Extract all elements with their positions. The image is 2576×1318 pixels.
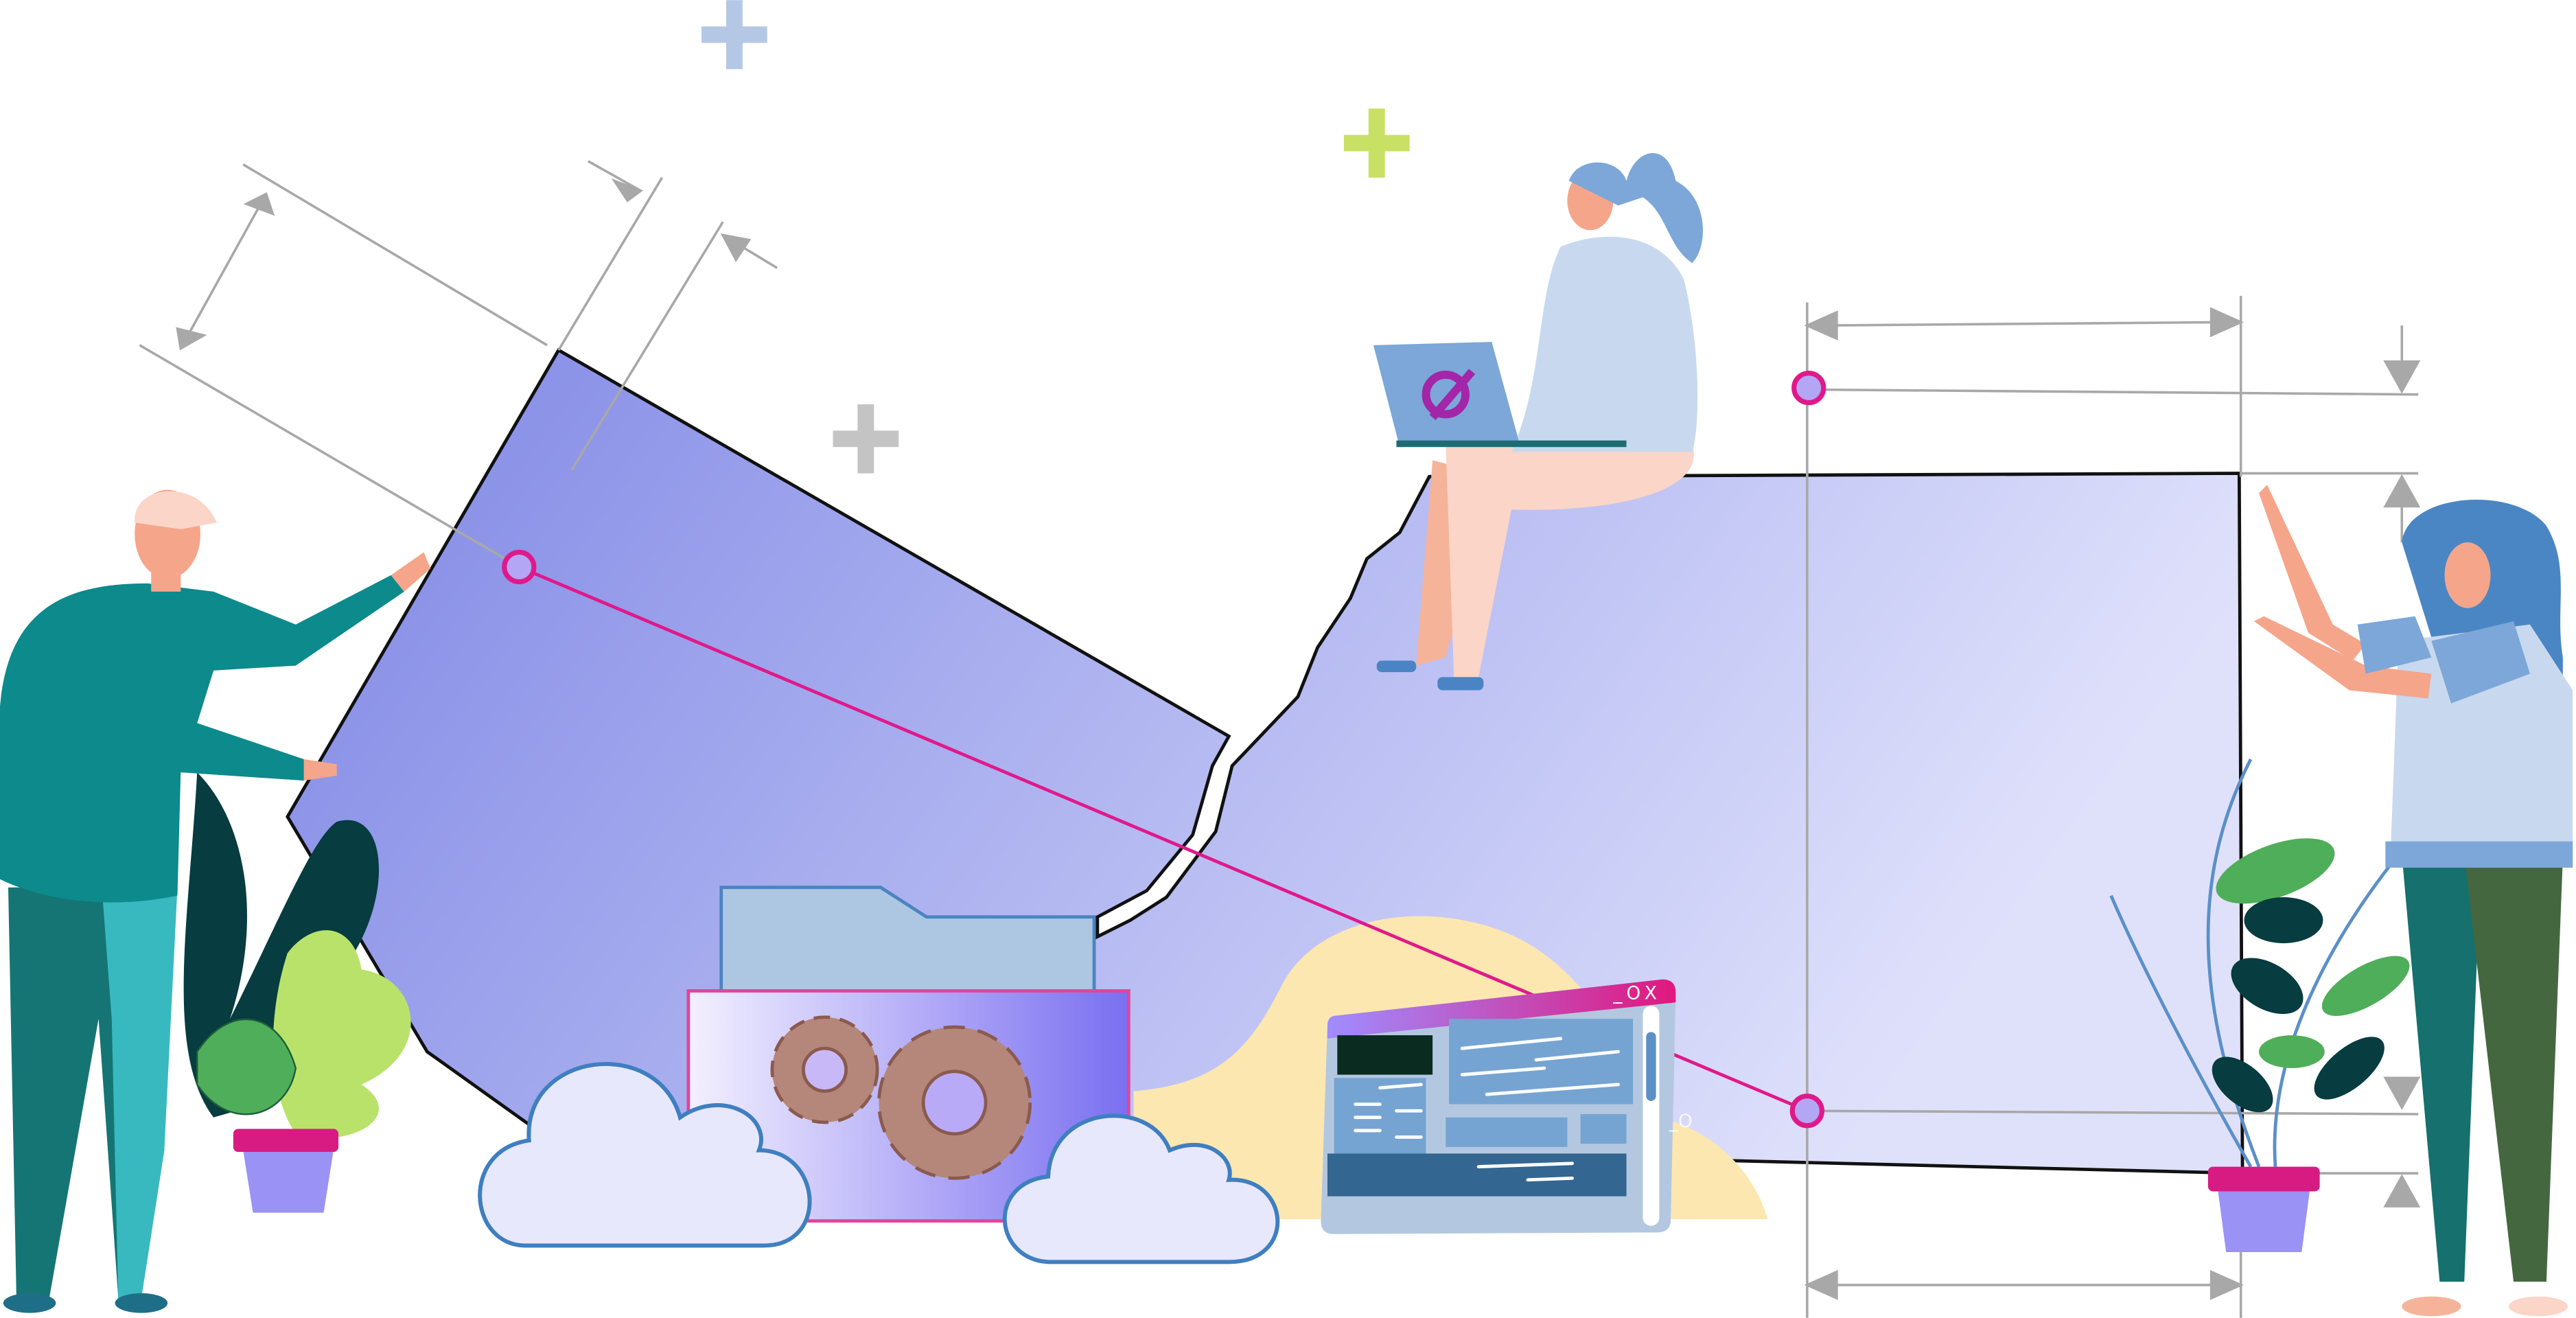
person-woman-laptop (1373, 152, 1704, 691)
maximize-button[interactable]: O (1627, 983, 1641, 1004)
gear-icon (877, 1025, 1032, 1180)
measure-point[interactable] (502, 549, 537, 585)
minimize-button[interactable]: _ (1612, 983, 1623, 1004)
app-window: _ O X _O (1321, 979, 1693, 1234)
ghost-controls: _O (1669, 1111, 1693, 1132)
cloud-icon (478, 1062, 812, 1248)
laptop-icon (1373, 342, 1520, 448)
person-man (0, 489, 431, 1313)
plus-icon (1343, 108, 1410, 178)
plant-pot-rim (2207, 1166, 2320, 1192)
plant-pot-rim (233, 1129, 339, 1153)
plant-pot (243, 1150, 334, 1213)
plant-icon (272, 930, 411, 1139)
plant-pot (2218, 1190, 2310, 1253)
measure-point[interactable] (1789, 1094, 1824, 1129)
person-woman-right (2253, 485, 2573, 1317)
plus-icon (833, 404, 899, 474)
close-button[interactable]: X (1645, 983, 1657, 1004)
plant-icon (2109, 758, 2410, 1168)
logo-icon (1422, 369, 1476, 421)
measure-point[interactable] (1791, 370, 1826, 406)
window-titlebar[interactable] (1327, 979, 1676, 1039)
gear-icon (770, 1015, 879, 1124)
plus-icon (701, 0, 767, 69)
cloud-icon (1002, 1113, 1280, 1264)
plant-icon (196, 1018, 297, 1115)
